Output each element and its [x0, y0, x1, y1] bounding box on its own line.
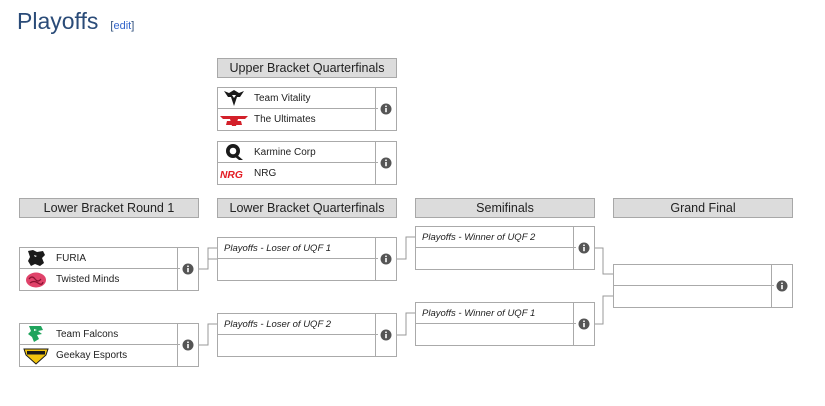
connector-lbqf2: [396, 312, 416, 336]
round-header-ubqf: Upper Bracket Quarterfinals: [217, 58, 397, 78]
info-icon: [182, 263, 194, 275]
match-info-button[interactable]: [771, 265, 792, 307]
geekay-logo-icon: [22, 347, 50, 365]
match-info-button[interactable]: [573, 303, 594, 345]
wasp-logo-icon: [220, 89, 248, 107]
team-placeholder: Playoffs - Loser of UQF 2: [224, 318, 332, 330]
connector-lbqf1: [396, 236, 416, 260]
team-name: Team Falcons: [56, 328, 119, 340]
match-info-button[interactable]: [177, 248, 198, 290]
match-ubqf-1[interactable]: Team Vitality The Ultimates: [217, 87, 397, 131]
info-icon: [380, 329, 392, 341]
edit-link[interactable]: edit: [113, 20, 132, 32]
match-slot-loser-uqf2[interactable]: Playoffs - Loser of UQF 2: [218, 314, 378, 335]
match-slot-twisted-minds[interactable]: Twisted Minds: [20, 269, 180, 290]
match-sf-2[interactable]: Playoffs - Winner of UQF 1: [415, 302, 595, 346]
svg-text:NRG: NRG: [220, 170, 243, 180]
nrg-logo-icon: NRG: [220, 165, 248, 183]
match-ubqf-2[interactable]: Karmine Corp NRG NRG: [217, 141, 397, 185]
match-slot-team-vitality[interactable]: Team Vitality: [218, 88, 378, 109]
team-placeholder: Playoffs - Winner of UQF 1: [422, 307, 536, 319]
match-info-button[interactable]: [375, 142, 396, 184]
match-lbqf-1[interactable]: Playoffs - Loser of UQF 1: [217, 237, 397, 281]
match-slot-karmine-corp[interactable]: Karmine Corp: [218, 142, 378, 163]
karmine-logo-icon: [220, 143, 248, 161]
match-slot-winner-uqf2[interactable]: Playoffs - Winner of UQF 2: [416, 227, 576, 248]
match-grand-final[interactable]: [613, 264, 793, 308]
info-icon: [182, 339, 194, 351]
match-slot-furia[interactable]: FURIA: [20, 248, 180, 269]
info-icon: [380, 103, 392, 115]
match-lbr1-1[interactable]: FURIA Twisted Minds: [19, 247, 199, 291]
twisted-minds-brain-icon: [22, 271, 50, 289]
edit-bracket-open: [: [110, 20, 114, 32]
match-slot-empty[interactable]: [614, 286, 774, 307]
match-slot-empty[interactable]: [218, 335, 378, 356]
match-slot-winner-uqf1[interactable]: Playoffs - Winner of UQF 1: [416, 303, 576, 324]
edit-link-wrap: [edit]: [110, 20, 134, 32]
match-slot-nrg[interactable]: NRG NRG: [218, 163, 378, 184]
team-name: The Ultimates: [254, 114, 316, 125]
match-info-button[interactable]: [375, 238, 396, 280]
round-header-lbqf: Lower Bracket Quarterfinals: [217, 198, 397, 218]
page-header: Playoffs [edit]: [17, 8, 134, 35]
edit-bracket-close: ]: [131, 20, 135, 32]
ultimates-logo-icon: [220, 111, 248, 129]
match-info-button[interactable]: [375, 314, 396, 356]
team-name: NRG: [254, 168, 277, 179]
team-placeholder: Playoffs - Loser of UQF 1: [224, 242, 332, 254]
match-info-button[interactable]: [177, 324, 198, 366]
match-lbqf-2[interactable]: Playoffs - Loser of UQF 2: [217, 313, 397, 357]
match-info-button[interactable]: [573, 227, 594, 269]
page-title: Playoffs: [17, 8, 99, 34]
round-header-lbr1: Lower Bracket Round 1: [19, 198, 199, 218]
match-sf-1[interactable]: Playoffs - Winner of UQF 2: [415, 226, 595, 270]
match-slot-loser-uqf1[interactable]: Playoffs - Loser of UQF 1: [218, 238, 378, 259]
match-lbr1-2[interactable]: Team Falcons Geekay Esports: [19, 323, 199, 367]
round-header-grand-final: Grand Final: [613, 198, 793, 218]
team-name: Twisted Minds: [56, 274, 120, 285]
connector-lbr1-2: [198, 323, 218, 346]
match-info-button[interactable]: [375, 88, 396, 130]
match-slot-empty[interactable]: [218, 259, 378, 280]
match-slot-team-falcons[interactable]: Team Falcons: [20, 324, 180, 345]
team-name: FURIA: [56, 252, 86, 264]
team-name: Karmine Corp: [254, 146, 316, 158]
info-icon: [578, 318, 590, 330]
falcon-logo-icon: [22, 325, 50, 343]
info-icon: [776, 280, 788, 292]
info-icon: [578, 242, 590, 254]
match-slot-empty[interactable]: [614, 265, 774, 286]
furia-panther-icon: [22, 249, 50, 267]
connector-sf1: [594, 247, 613, 275]
team-name: Team Vitality: [254, 92, 311, 104]
connector-sf2: [594, 295, 613, 325]
team-placeholder: Playoffs - Winner of UQF 2: [422, 231, 536, 243]
match-slot-the-ultimates[interactable]: The Ultimates: [218, 109, 378, 130]
match-slot-empty[interactable]: [416, 324, 576, 345]
round-header-semifinals: Semifinals: [415, 198, 595, 218]
info-icon: [380, 157, 392, 169]
info-icon: [380, 253, 392, 265]
match-slot-geekay-esports[interactable]: Geekay Esports: [20, 345, 180, 366]
match-slot-empty[interactable]: [416, 248, 576, 269]
team-name: Geekay Esports: [56, 350, 128, 361]
